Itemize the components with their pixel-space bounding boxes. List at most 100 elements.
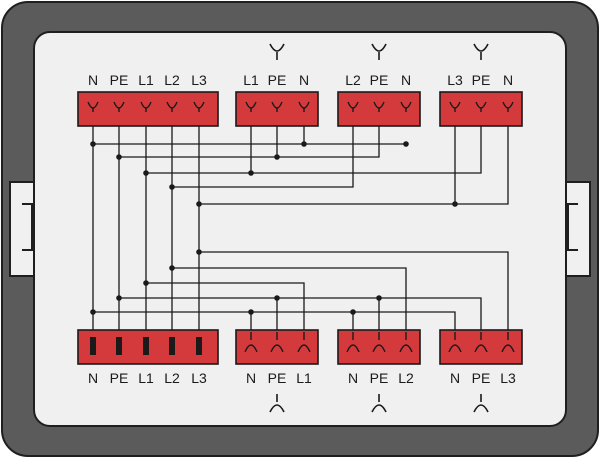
junction-dot-11 [169, 265, 175, 271]
bottom-label-main-plug-0: N [88, 370, 98, 386]
socket-pin-outlet-1-1 [271, 101, 283, 112]
socket-pin-main-socket-4 [193, 101, 205, 112]
terminal-block-outlet-2 [337, 91, 421, 127]
top-label-outlet-1-1: PE [268, 72, 287, 88]
junction-dot-9 [452, 201, 458, 207]
wire-15 [172, 267, 407, 330]
bottom-label-inlet-1-2: L1 [296, 370, 312, 386]
top-label-main-socket-4: L3 [191, 72, 207, 88]
plug-pin-main-plug-0 [90, 337, 96, 355]
wire-16 [146, 282, 305, 330]
socket-pin-outlet-1-2 [298, 101, 310, 112]
inlet-pin-inlet-3-1 [474, 332, 488, 353]
socket-pin-outlet-3-0 [449, 101, 461, 112]
bottom-label-inlet-2-0: N [348, 370, 358, 386]
junction-dot-4 [196, 201, 202, 207]
wire-13 [455, 112, 509, 205]
bottom-label-inlet-3-2: L3 [500, 370, 516, 386]
wire-8 [146, 112, 482, 174]
socket-pin-outlet-2-1 [373, 101, 385, 112]
junction-dot-2 [143, 170, 149, 176]
bottom-label-main-plug-1: PE [110, 370, 129, 386]
top-label-outlet-2-2: N [401, 72, 411, 88]
junction-dot-1 [116, 154, 122, 160]
top-label-main-socket-3: L2 [164, 72, 180, 88]
junction-dot-12 [143, 280, 149, 286]
junction-dots [90, 141, 458, 315]
terminal-block-outlet-1 [235, 91, 319, 127]
junction-dot-15 [274, 295, 280, 301]
junction-dot-8 [403, 141, 409, 147]
socket-pin-main-socket-0 [87, 101, 99, 112]
bottom-label-inlet-2-2: L2 [398, 370, 414, 386]
socket-pin-main-socket-1 [113, 101, 125, 112]
junction-dot-6 [248, 170, 254, 176]
bottom-label-inlet-3-1: PE [472, 370, 491, 386]
wire-10 [172, 112, 354, 188]
socket-icon [269, 43, 285, 60]
bottom-label-inlet-2-1: PE [370, 370, 389, 386]
top-label-outlet-2-0: L2 [345, 72, 361, 88]
inlet-pin-inlet-1-2 [297, 332, 311, 353]
bottom-label-inlet-1-1: PE [268, 370, 287, 386]
socket-pin-main-socket-3 [166, 101, 178, 112]
inlet-pin-inlet-1-1 [270, 332, 284, 353]
terminal-blocks [77, 91, 523, 365]
socket-pin-outlet-2-0 [347, 101, 359, 112]
wire-18 [277, 297, 482, 330]
bottom-label-main-plug-2: L1 [138, 370, 154, 386]
bottom-label-inlet-1-0: N [246, 370, 256, 386]
socket-pin-outlet-3-2 [502, 101, 514, 112]
junction-dot-3 [169, 184, 175, 190]
junction-dot-14 [90, 309, 96, 315]
plug-icon [473, 394, 489, 413]
junction-dot-17 [248, 309, 254, 315]
top-label-main-socket-0: N [88, 72, 98, 88]
socket-pin-main-socket-2 [140, 101, 152, 112]
terminal-block-main-plug [77, 329, 219, 365]
terminal-block-main-socket [77, 91, 219, 127]
wire-22 [353, 311, 456, 330]
junction-dot-10 [196, 249, 202, 255]
junction-dot-7 [301, 141, 307, 147]
junction-dot-5 [274, 154, 280, 160]
junction-dot-16 [376, 295, 382, 301]
inlet-pin-inlet-2-2 [399, 332, 413, 353]
top-label-outlet-3-1: PE [472, 72, 491, 88]
inlet-pin-inlet-1-0 [244, 332, 258, 353]
junction-dot-0 [90, 141, 96, 147]
bottom-label-main-plug-4: L3 [191, 370, 207, 386]
inlet-pin-inlet-3-0 [448, 332, 462, 353]
top-label-main-socket-2: L1 [138, 72, 154, 88]
plug-icon [269, 394, 285, 413]
socket-icon [473, 43, 489, 60]
socket-pin-outlet-3-1 [475, 101, 487, 112]
inner-panel [33, 31, 567, 427]
terminal-block-outlet-3 [439, 91, 523, 127]
connector-symbols [269, 43, 489, 413]
block-body-main-socket [77, 91, 219, 127]
inlet-pin-inlet-2-1 [372, 332, 386, 353]
socket-pin-outlet-1-0 [245, 101, 257, 112]
plug-icon [371, 394, 387, 413]
wire-14 [199, 251, 509, 330]
top-label-main-socket-1: PE [110, 72, 129, 88]
plug-pin-main-plug-1 [116, 337, 122, 355]
junction-dot-13 [116, 295, 122, 301]
plug-pin-main-plug-3 [169, 337, 175, 355]
bottom-label-inlet-3-0: N [450, 370, 460, 386]
terminal-block-inlet-3 [439, 329, 523, 365]
terminal-block-inlet-1 [235, 329, 319, 365]
wire-6 [119, 112, 380, 158]
junction-dot-18 [350, 309, 356, 315]
top-label-outlet-3-2: N [503, 72, 513, 88]
top-label-outlet-2-1: PE [370, 72, 389, 88]
bottom-label-main-plug-3: L2 [164, 370, 180, 386]
inlet-pin-inlet-3-2 [501, 332, 515, 353]
top-label-outlet-1-0: L1 [243, 72, 259, 88]
top-label-outlet-3-0: L3 [447, 72, 463, 88]
socket-icon [371, 43, 387, 60]
